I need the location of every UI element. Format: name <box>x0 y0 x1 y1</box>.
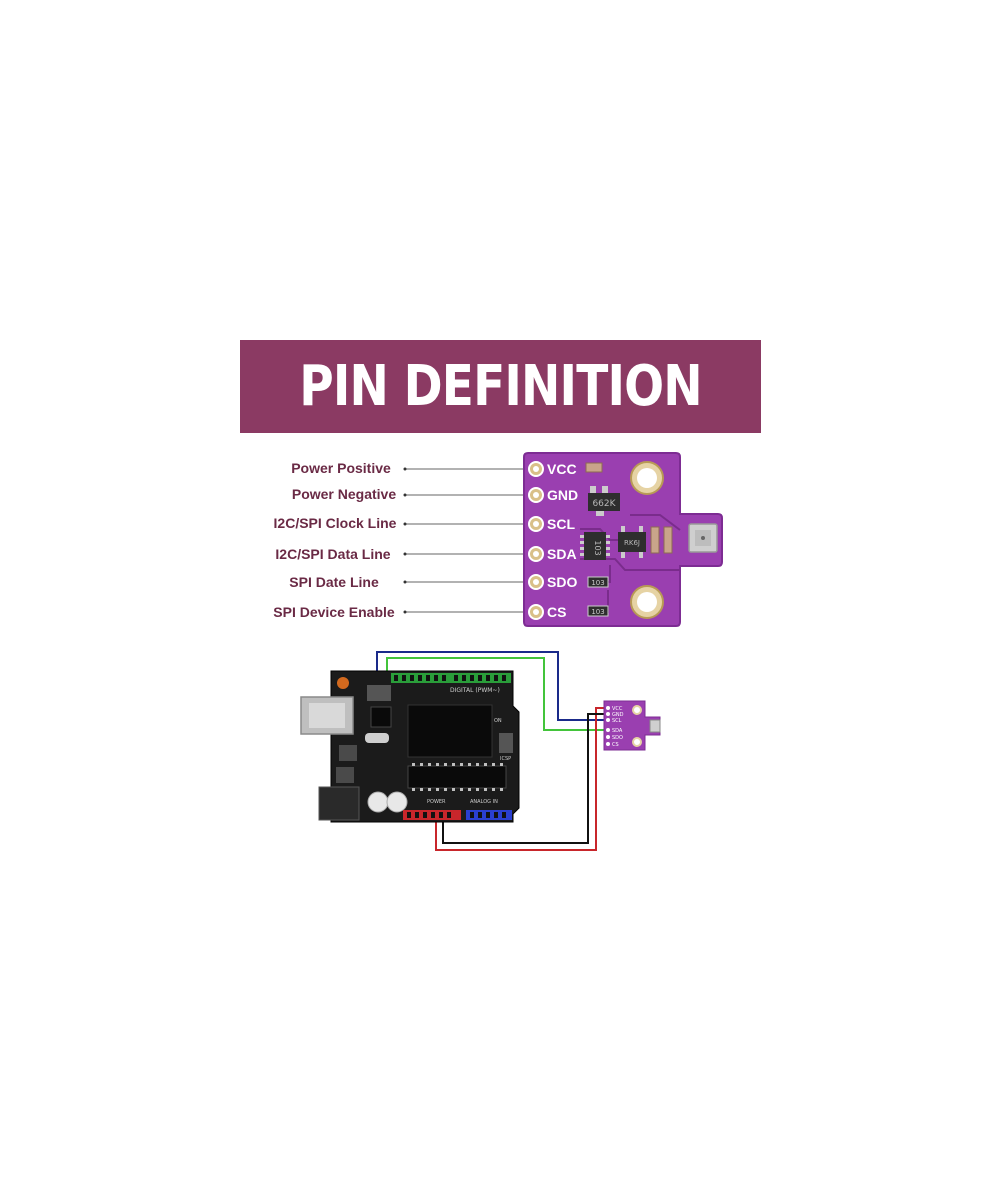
small-pin-label-sdo: SDO <box>612 735 623 741</box>
title-banner: PIN DEFINITION <box>240 340 761 433</box>
pin-pads <box>528 461 544 620</box>
page-title: PIN DEFINITION <box>299 354 702 419</box>
icsp-label: ICSP <box>500 756 511 762</box>
power-jack <box>318 786 360 821</box>
pin-label-cs: CS <box>547 604 566 620</box>
pin-label-vcc: VCC <box>547 461 577 477</box>
pin-label-sda: SDA <box>547 546 577 562</box>
pin-label-scl: SCL <box>547 516 575 532</box>
connection-wires <box>376 651 612 851</box>
icsp-header <box>499 733 513 753</box>
capacitor-2 <box>386 791 408 813</box>
reset-button <box>337 677 349 689</box>
usb-chip <box>407 704 493 758</box>
arduino-board: DIGITAL (PWM~) ICSP ON POWER <box>300 670 520 823</box>
ic-marking-2: 103 <box>593 540 602 555</box>
resistor-array: 103 <box>580 532 610 560</box>
pin-description-sda: I2C/SPI Data Line <box>275 546 391 562</box>
small-pin-label-gnd: GND <box>612 712 624 718</box>
resistor-cs: 103 <box>587 605 609 617</box>
ic-marking-1: 662K <box>592 499 616 509</box>
mosfet-chip: RK6J <box>618 526 646 558</box>
capacitor-1 <box>367 791 389 813</box>
wire-red <box>435 707 612 851</box>
pin-description-vcc: Power Positive <box>291 460 391 476</box>
wire-black <box>442 713 612 844</box>
pin-description-sdo: SPI Date Line <box>289 574 379 590</box>
power-header-label: POWER <box>427 799 446 805</box>
mcu-chip <box>407 765 507 789</box>
wire-blue <box>376 651 612 721</box>
capacitor-right <box>663 526 673 554</box>
sensor-module-large: VCC GND SCL SDA SDO CS 662K <box>523 452 723 627</box>
analog-header-label: ANALOG IN <box>470 799 498 805</box>
on-label: ON <box>494 718 502 724</box>
capacitor-middle <box>650 526 660 554</box>
small-pin-label-sda: SDA <box>612 728 623 734</box>
pin-description-cs: SPI Device Enable <box>273 604 395 620</box>
pin-label-gnd: GND <box>547 487 578 503</box>
crystal <box>365 733 389 743</box>
regulator-chip: 662K <box>588 486 620 516</box>
wire-green <box>386 657 612 731</box>
leader-lines <box>405 468 531 613</box>
pin-description-scl: I2C/SPI Clock Line <box>273 515 397 531</box>
ic-marking-3: RK6J <box>624 539 640 547</box>
sensor-chip <box>688 523 718 553</box>
sensor-module-small: VCC GND SCL SDA SDO CS <box>603 700 661 751</box>
digital-header-label: DIGITAL (PWM~) <box>450 687 500 694</box>
resistor-sdo: 103 <box>587 576 609 588</box>
pin-label-sdo: SDO <box>547 574 577 590</box>
capacitor-top <box>585 462 603 473</box>
leader-arrow-tips <box>403 467 407 614</box>
small-pin-label-scl: SCL <box>612 718 622 724</box>
pin-description-gnd: Power Negative <box>291 486 397 502</box>
small-pin-label-vcc: VCC <box>612 706 623 712</box>
small-pin-label-cs: CS <box>612 742 619 748</box>
digital-header <box>391 673 511 683</box>
svg-text:103: 103 <box>591 608 604 616</box>
svg-text:103: 103 <box>591 579 604 587</box>
